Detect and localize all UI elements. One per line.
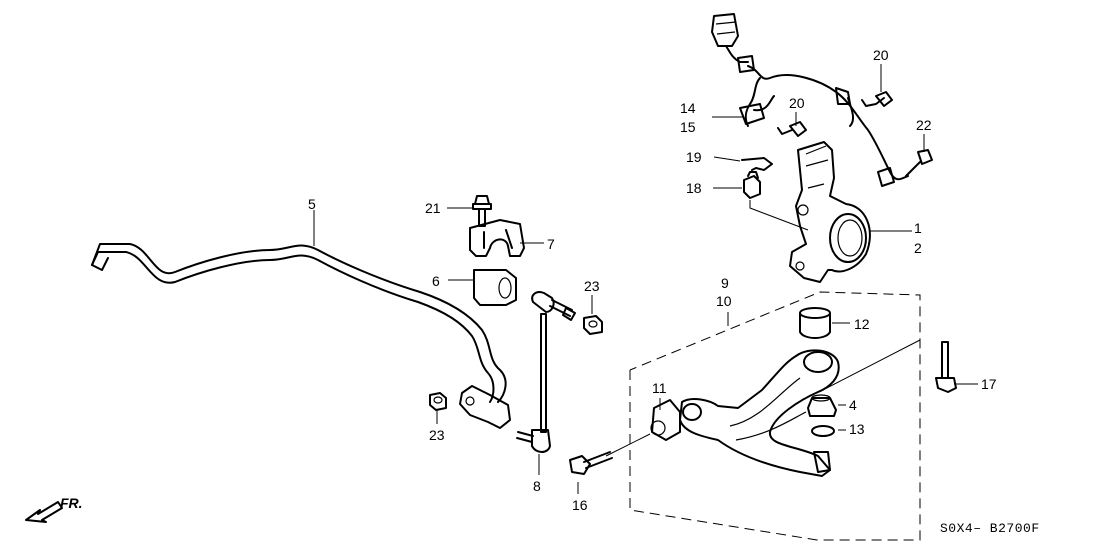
circlip bbox=[811, 425, 835, 437]
flange-bolt bbox=[472, 195, 492, 227]
label-part-9: 9 bbox=[721, 275, 729, 291]
leader-lines bbox=[313, 64, 978, 494]
self-locking-nut-lower bbox=[429, 392, 447, 411]
label-part-18: 18 bbox=[686, 180, 702, 196]
stabilizer-bushing bbox=[473, 269, 517, 306]
castle-nut bbox=[743, 171, 761, 199]
ball-joint-boot bbox=[807, 394, 837, 417]
sensor-bolt-upper bbox=[861, 91, 893, 107]
label-part-11: 11 bbox=[652, 380, 667, 396]
lower-arm-front-bushing bbox=[650, 399, 681, 441]
label-part-8: 8 bbox=[533, 478, 541, 494]
front-direction-label: FR. bbox=[60, 495, 83, 511]
label-part-14: 14 bbox=[680, 100, 696, 116]
diagram-code: S0X4– B2700F bbox=[940, 521, 1040, 536]
sensor-bolt-middle bbox=[777, 121, 807, 137]
label-part-20-upper: 20 bbox=[873, 47, 889, 63]
long-flange-bolt bbox=[935, 341, 957, 393]
arm-bolt bbox=[569, 451, 613, 475]
lower-arm-assembly-outline bbox=[629, 291, 921, 541]
label-part-4: 4 bbox=[849, 397, 857, 413]
front-direction-arrow: FR. bbox=[25, 495, 83, 523]
label-part-19: 19 bbox=[686, 149, 702, 165]
stabilizer-link bbox=[516, 291, 576, 453]
label-part-17: 17 bbox=[981, 376, 997, 392]
label-part-20-middle: 20 bbox=[789, 95, 805, 111]
label-part-10: 10 bbox=[716, 293, 732, 309]
sensor-bolt-right bbox=[905, 149, 933, 177]
self-locking-nut-upper bbox=[583, 315, 603, 335]
stabilizer-bar bbox=[91, 243, 511, 429]
label-part-13: 13 bbox=[849, 421, 865, 437]
label-part-23-upper: 23 bbox=[584, 278, 600, 294]
lower-arm bbox=[679, 349, 840, 477]
label-part-22: 22 bbox=[916, 117, 932, 133]
label-part-15: 15 bbox=[680, 119, 696, 135]
label-part-1: 1 bbox=[914, 220, 922, 236]
knuckle bbox=[789, 141, 871, 283]
lower-arm-rear-bushing bbox=[799, 307, 831, 339]
label-part-16: 16 bbox=[572, 497, 588, 513]
label-part-6: 6 bbox=[432, 273, 440, 289]
label-part-23-lower: 23 bbox=[429, 427, 445, 443]
label-part-21: 21 bbox=[425, 200, 441, 216]
stabilizer-holder-bracket bbox=[469, 219, 525, 257]
wheel-speed-sensor bbox=[711, 13, 909, 187]
sensor-clip bbox=[741, 157, 773, 171]
label-part-2: 2 bbox=[914, 240, 922, 256]
label-part-12: 12 bbox=[854, 316, 870, 332]
label-part-7: 7 bbox=[547, 236, 555, 252]
label-part-5: 5 bbox=[308, 196, 316, 212]
